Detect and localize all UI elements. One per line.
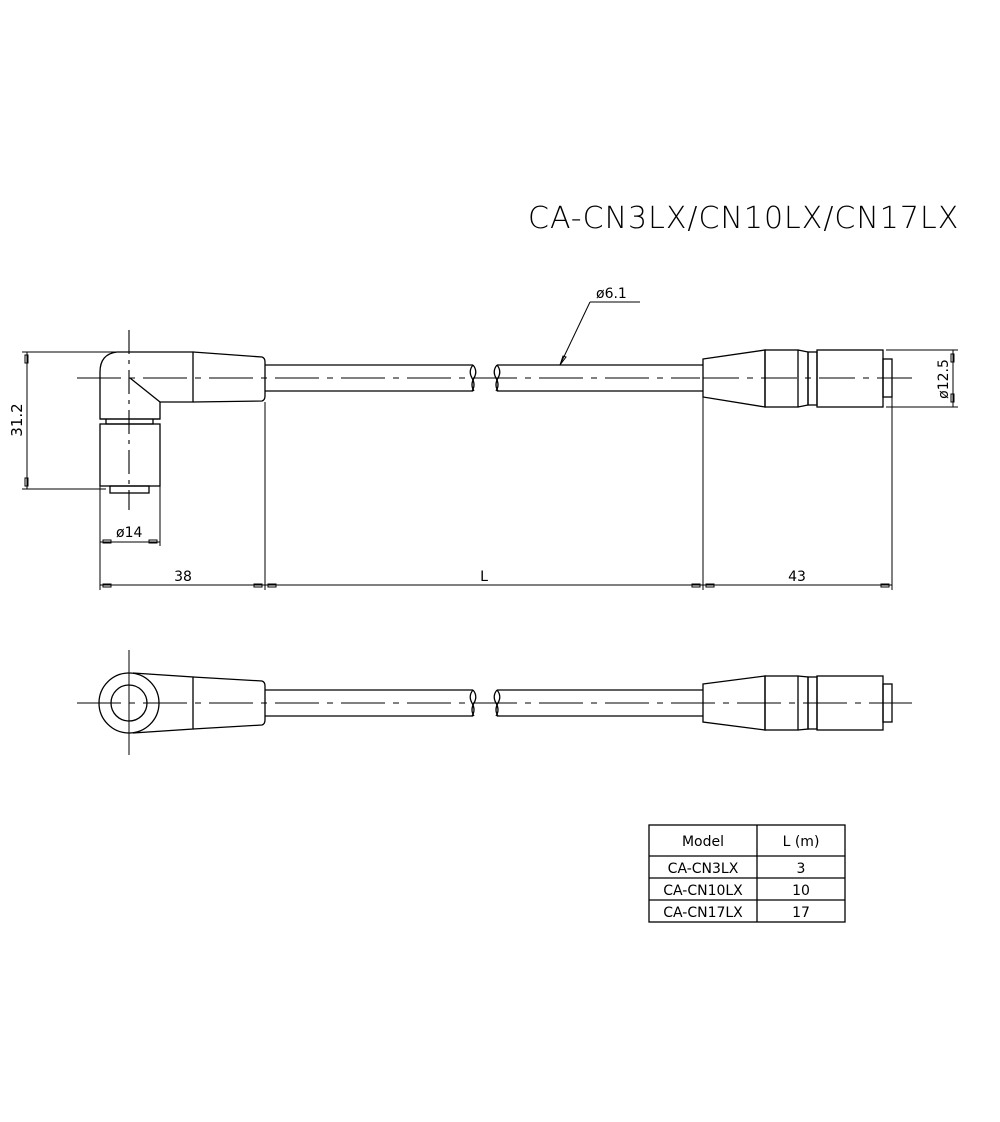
table-cell-model: CA-CN3LX [668,861,739,877]
length-dimensions: 38 L 43 [100,397,893,590]
table-header-length: L (m) [783,834,820,850]
cable-diameter-callout: ø6.1 [559,286,640,366]
left-elbow-connector [77,330,700,510]
connector-diameter-label: ø14 [116,525,142,541]
length-right-label: 43 [788,569,806,585]
connector-diameter-dimension: ø14 [99,486,161,590]
model-length-table: Model L (m) CA-CN3LX 3 CA-CN10LX 10 CA-C… [648,824,846,923]
table-cell-length: 10 [792,883,810,899]
height-dimension: 31.2 [8,351,117,490]
top-view [77,650,912,755]
drawing-title: CA-CN3LX/CN10LX/CN17LX [528,201,959,236]
length-cable-label: L [480,569,488,585]
table-cell-model: CA-CN10LX [663,883,743,899]
table-cell-length: 17 [792,905,810,921]
right-diameter-label: ø12.5 [936,359,952,399]
cable-diameter-label: ø6.1 [596,286,627,302]
height-label: 31.2 [8,403,26,436]
front-view: ø6.1 31.2 ø14 [8,286,958,590]
right-straight-connector [702,349,912,408]
table-cell-length: 3 [797,861,806,877]
table-header-model: Model [682,834,724,850]
table-cell-model: CA-CN17LX [663,905,743,921]
cable-right-segment [493,364,703,392]
cable-left-segment [265,364,477,392]
length-left-label: 38 [174,569,192,585]
right-diameter-dimension: ø12.5 [886,349,958,408]
